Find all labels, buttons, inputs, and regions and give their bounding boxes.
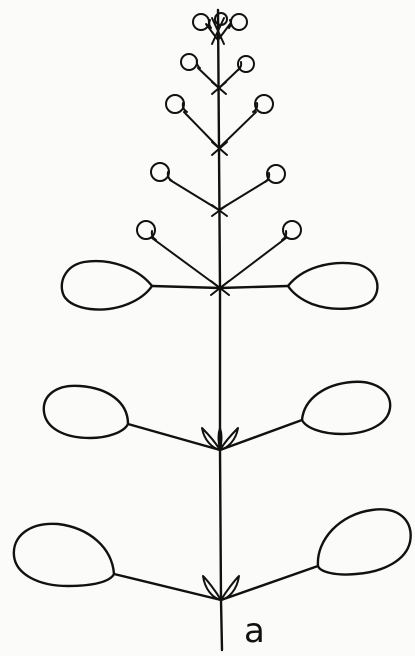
leaf-upper-right (288, 263, 377, 309)
leaf-lower-left (14, 524, 114, 586)
leaf-middle-right (302, 382, 390, 434)
leaf-upper-left (62, 261, 152, 309)
leaf-lower-right (318, 509, 411, 574)
leaf-middle-left (44, 386, 128, 438)
main-stem (218, 10, 222, 650)
leaves (14, 261, 411, 600)
panel-label: a (244, 614, 265, 648)
